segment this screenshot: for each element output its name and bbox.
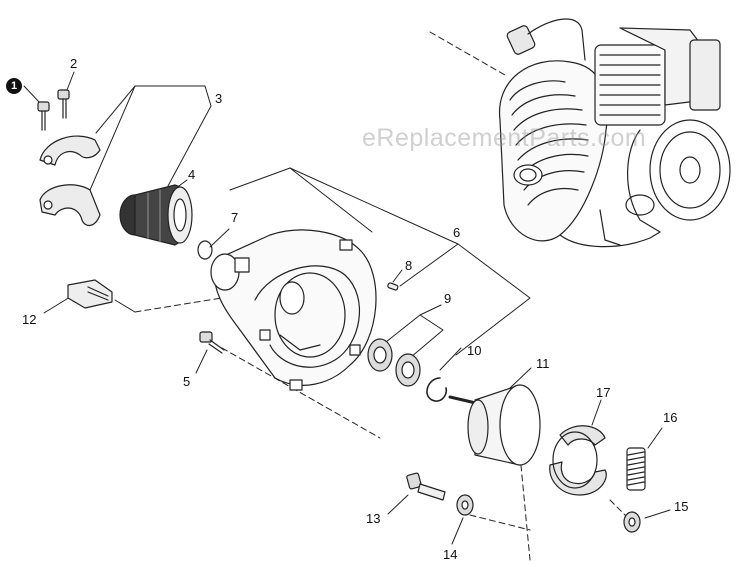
bolt-pair xyxy=(37,89,70,131)
callout-11: 11 xyxy=(536,356,550,371)
callout-6: 6 xyxy=(453,225,461,240)
callout-17: 17 xyxy=(596,385,611,400)
retaining-ring xyxy=(197,240,213,260)
washer-15 xyxy=(623,511,641,533)
callout-13: 13 xyxy=(366,511,381,526)
housing-bolt xyxy=(199,331,225,354)
clutch-spring xyxy=(626,447,646,491)
bearing-pair xyxy=(367,338,421,387)
callout-2: 2 xyxy=(70,56,78,71)
callout-10: 10 xyxy=(467,343,482,358)
callout-badge-1: 1 xyxy=(6,78,22,94)
callout-4: 4 xyxy=(188,167,196,182)
snap-ring xyxy=(426,377,448,402)
callout-9: 9 xyxy=(444,291,452,306)
engine-assembly xyxy=(498,18,731,248)
washer-14 xyxy=(456,494,474,516)
callout-15: 15 xyxy=(674,499,689,514)
callout-5: 5 xyxy=(183,374,191,389)
watermark-text: eReplacementParts.com xyxy=(362,124,647,152)
wire-connector xyxy=(67,279,113,309)
handle-clamp xyxy=(39,135,101,226)
clutch-housing xyxy=(210,229,377,391)
clutch-drum xyxy=(448,384,541,466)
shoulder-bolt xyxy=(406,472,446,501)
leader-lines xyxy=(23,71,671,561)
pin xyxy=(387,282,399,291)
clutch-shoes xyxy=(549,425,607,496)
callout-14: 14 xyxy=(443,547,458,562)
callout-16: 16 xyxy=(663,410,678,425)
callout-7: 7 xyxy=(231,210,239,225)
rubber-boot xyxy=(119,184,193,246)
callout-12: 12 xyxy=(22,312,37,327)
callout-8: 8 xyxy=(405,258,413,273)
callout-3: 3 xyxy=(215,91,223,106)
